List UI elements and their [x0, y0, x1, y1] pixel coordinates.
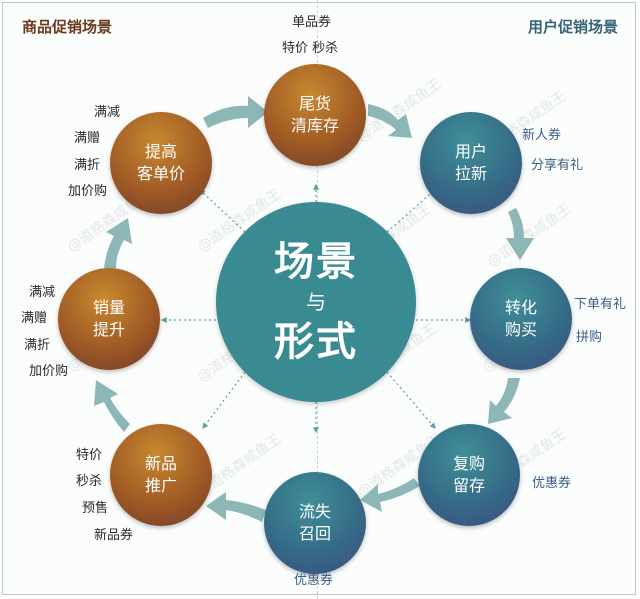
- node-sales: 销量 提升: [58, 268, 160, 370]
- tag-full-discount: 满折: [74, 158, 101, 173]
- node-label: 购买: [504, 320, 537, 339]
- tag-special-flash: 特价 秒杀: [282, 41, 339, 56]
- cycle-arrow: [506, 208, 534, 260]
- spoke-line: [202, 371, 246, 429]
- node-label: 清库存: [290, 116, 339, 135]
- tag-new-product-coupon: 新品券: [94, 528, 134, 543]
- node-label: 销量: [92, 298, 125, 317]
- cycle-arrow: [203, 96, 268, 128]
- node-label: 尾货: [298, 94, 331, 113]
- center-line-3: 形式: [274, 319, 358, 365]
- cycle-arrow: [368, 104, 412, 138]
- node-label: 推广: [144, 476, 177, 495]
- center-scene-and-form: 场景 与 形式: [216, 202, 416, 402]
- tag-full-reduction: 满减: [29, 285, 56, 300]
- node-recall: 流失 召回: [264, 472, 366, 574]
- tag-presale: 预售: [82, 501, 109, 516]
- node-new-product: 新品 推广: [110, 424, 212, 526]
- tag-coupon: 优惠券: [532, 476, 572, 491]
- node-repurchase: 复购 留存: [418, 424, 520, 526]
- center-line-1: 场景: [274, 239, 358, 285]
- cycle-arrow: [360, 478, 420, 512]
- tag-order-gift: 下单有礼: [574, 297, 627, 312]
- tag-single-coupon: 单品券: [292, 15, 332, 30]
- node-label: 用户: [454, 142, 487, 161]
- tag-coupon: 优惠券: [294, 573, 334, 588]
- tag-special-price: 特价: [76, 448, 103, 463]
- tag-add-on-purchase: 加价购: [68, 184, 108, 199]
- tag-add-on-purchase: 加价购: [29, 364, 69, 379]
- tag-newcomer-coupon: 新人券: [522, 128, 562, 143]
- node-label: 提升: [92, 320, 125, 339]
- heading-user-promotion: 用户促销场景: [527, 18, 618, 36]
- spoke-line: [386, 371, 436, 429]
- spoke-line: [199, 189, 246, 233]
- center-line-2: 与: [306, 290, 326, 314]
- tag-flash-sale: 秒杀: [76, 474, 103, 489]
- tag-full-gift: 满赠: [74, 131, 101, 146]
- node-unit-price: 提高 客单价: [110, 112, 212, 214]
- node-label: 拉新: [454, 164, 487, 183]
- tag-group-buy: 拼购: [576, 330, 603, 345]
- node-label: 流失: [298, 502, 331, 521]
- tag-full-discount: 满折: [24, 338, 51, 353]
- spoke-line: [386, 189, 436, 233]
- cycle-arrow: [206, 492, 266, 522]
- tag-full-gift: 满赠: [21, 311, 48, 326]
- cycle-arrow: [94, 380, 130, 432]
- cycle-arrow: [488, 378, 520, 424]
- tag-share-gift: 分享有礼: [531, 158, 584, 173]
- node-label: 转化: [504, 298, 537, 317]
- node-new-user: 用户 拉新: [420, 112, 522, 214]
- node-label: 客单价: [136, 164, 185, 183]
- node-clearance: 尾货 清库存: [264, 64, 366, 166]
- cycle-arrow: [104, 218, 132, 268]
- node-label: 提高: [144, 142, 177, 161]
- node-label: 留存: [452, 476, 485, 495]
- heading-product-promotion: 商品促销场景: [22, 18, 113, 36]
- node-label: 复购: [452, 454, 485, 473]
- node-label: 召回: [298, 524, 331, 543]
- tag-full-reduction: 满减: [94, 105, 121, 120]
- node-conversion: 转化 购买: [470, 268, 572, 370]
- node-label: 新品: [144, 454, 177, 473]
